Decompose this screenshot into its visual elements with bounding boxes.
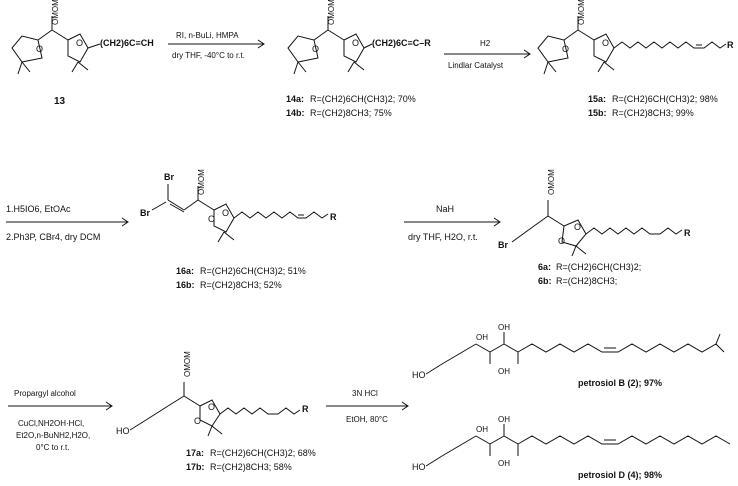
reagent-top: 3N HCl [352, 389, 378, 398]
hydroxyl-label: HO [116, 426, 130, 436]
reagent-line-1: CuCl,NH2OH·HCl, [18, 419, 84, 428]
variant-b-label: 6b: [538, 276, 552, 286]
reagent-top: 1.H5IO6, EtOAc [6, 204, 71, 214]
variant-b-label: 17b: [186, 462, 205, 472]
ring-oxygen: O [558, 236, 565, 246]
variant-a-r: R=(CH2)6CH(CH3)2; 98% [612, 94, 718, 104]
chain-label: (CH2)6C≡C–R [372, 38, 431, 48]
variant-a-r: R=(CH2)6CH(CH3)2; [556, 262, 641, 272]
hydroxyl-label: OH [476, 333, 488, 342]
variant-a-label: 17a: [186, 448, 204, 458]
hydroxyl-label: OH [476, 425, 488, 434]
mom-label: OMOM [327, 0, 336, 25]
mom-label: OMOM [197, 169, 206, 195]
reagent-line-3: 0°C to r.t. [36, 443, 69, 452]
petrosiol-d: HO OH OH OH petrosiol D (4); 98% [412, 415, 731, 480]
reagent-bottom: 2.Ph3P, CBr4, dry DCM [6, 232, 100, 242]
variant-b-r: R=(CH2)8CH3; 58% [210, 462, 292, 472]
variant-a-r: R=(CH2)6CH(CH3)2; 51% [200, 266, 306, 276]
variant-a-label: 6a: [538, 262, 551, 272]
compound-6: Br O O OMOM R 6a: R=(CH2)6CH(CH3)2; 6b: … [498, 169, 691, 286]
variant-b-label: 15b: [588, 108, 607, 118]
mom-label: OMOM [51, 0, 60, 25]
variant-a-r: R=(CH2)6CH(CH3)2; 70% [310, 94, 416, 104]
r-group: R [302, 404, 309, 414]
variant-a-r: R=(CH2)6CH(CH3)2; 68% [210, 448, 316, 458]
ring-oxygen: O [312, 44, 319, 54]
reagent-top: RI, n-BuLi, HMPA [176, 31, 239, 40]
reaction-arrow-5: Propargyl alcohol CuCl,NH2OH·HCl, Et2O,n… [8, 389, 113, 452]
petrosiol-b: HO OH OH OH petrosiol B (2); 97% [412, 323, 725, 388]
reaction-arrow-2: H2 Lindlar Catalyst [444, 39, 531, 70]
variant-b-label: 14b: [286, 108, 305, 118]
compound-13: O O OMOM (CH2)6C≡CH 13 [11, 0, 154, 107]
ring-oxygen: O [208, 214, 215, 224]
ring-oxygen: O [562, 44, 569, 54]
compound-14: O O OMOM (CH2)6C≡C–R 14a: R=(CH2)6CH(CH3… [286, 0, 431, 118]
ring-oxygen: O [352, 38, 359, 48]
reagent-bottom: dry THF, -40°C to r.t. [172, 51, 245, 60]
product-name: petrosiol B (2); 97% [578, 378, 662, 388]
variant-a-label: 14a: [286, 94, 304, 104]
variant-b-label: 16b: [176, 280, 195, 290]
ring-oxygen: O [602, 38, 609, 48]
variant-a-label: 15a: [588, 94, 606, 104]
hydroxyl-label: OH [498, 323, 510, 332]
reaction-arrow-6: 3N HCl EtOH, 80°C [326, 389, 409, 424]
reagent-top: NaH [436, 204, 454, 214]
ring-oxygen: O [194, 416, 201, 426]
reaction-arrow-4: NaH dry THF, H2O, r.t. [404, 204, 501, 242]
mom-label: OMOM [183, 351, 192, 377]
ring-oxygen: O [76, 38, 83, 48]
reagent-bottom: EtOH, 80°C [346, 415, 388, 424]
ring-oxygen: O [222, 208, 229, 218]
compound-15: O O OMOM R 15a: R=(CH2)6CH(CH3)2; 98% 15… [537, 0, 734, 118]
variant-a-label: 16a: [176, 266, 194, 276]
hydroxyl-label: HO [412, 370, 426, 380]
reagent-line-2: Et2O,n-BuNH2,H2O, [16, 431, 90, 440]
mom-label: OMOM [547, 169, 556, 195]
variant-b-r: R=(CH2)8CH3; 99% [612, 108, 694, 118]
mom-label: OMOM [577, 0, 586, 25]
compound-number: 13 [54, 96, 66, 107]
r-group: R [684, 228, 691, 238]
chain-label: (CH2)6C≡CH [100, 38, 154, 48]
reagent-bottom: Lindlar Catalyst [448, 61, 504, 70]
reagent-top: H2 [480, 39, 491, 48]
bromine-label: Br [140, 208, 150, 218]
ring-oxygen: O [574, 222, 581, 232]
compound-16: Br Br O O OMOM R 16a: R=(CH2)6CH(CH3)2; … [140, 169, 337, 290]
product-name: petrosiol D (4); 98% [578, 470, 662, 480]
bromine-label: Br [164, 172, 174, 182]
compound-17: HO O O OMOM R 17a: R=(CH2)6CH(CH3)2; 68%… [116, 351, 316, 472]
reagent-bottom: dry THF, H2O, r.t. [408, 232, 478, 242]
reagent-top: Propargyl alcohol [14, 389, 76, 398]
variant-b-r: R=(CH2)8CH3; 75% [310, 108, 392, 118]
ring-oxygen: O [36, 44, 43, 54]
ring-oxygen: O [208, 402, 215, 412]
hydroxyl-label: OH [498, 367, 510, 376]
reaction-arrow-1: RI, n-BuLi, HMPA dry THF, -40°C to r.t. [168, 31, 265, 60]
hydroxyl-label: HO [412, 462, 426, 472]
variant-b-r: R=(CH2)8CH3; 52% [200, 280, 282, 290]
r-group: R [727, 40, 734, 50]
hydroxyl-label: OH [498, 415, 510, 424]
r-group: R [330, 212, 337, 222]
bromine-label: Br [498, 240, 508, 250]
hydroxyl-label: OH [498, 459, 510, 468]
variant-b-r: R=(CH2)8CH3; [556, 276, 617, 286]
reaction-arrow-3: 1.H5IO6, EtOAc 2.Ph3P, CBr4, dry DCM [6, 204, 129, 242]
